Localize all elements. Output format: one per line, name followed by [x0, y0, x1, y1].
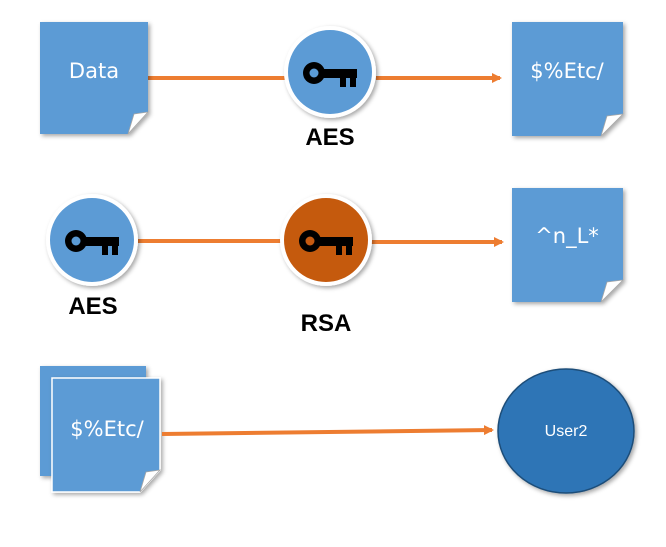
key-icon: [299, 230, 353, 255]
arrow-document-to-user2: [161, 425, 494, 436]
ciphertext-document-2: [512, 188, 625, 303]
rsa-key-circle: [280, 194, 372, 286]
aes-key-source-label: AES: [68, 293, 117, 320]
stacked-document-label: $%Etc/: [70, 417, 144, 441]
ciphertext-document-1-label: $%Etc/: [530, 59, 604, 83]
aes-key-source-circle: [46, 194, 138, 286]
user2-label: User2: [545, 423, 588, 440]
key-icon: [303, 62, 357, 87]
ciphertext-document-2-label: ^n_L*: [535, 224, 599, 249]
user2-circle: [497, 368, 635, 494]
rsa-key-label: RSA: [301, 310, 352, 337]
ciphertext-document-1: [512, 22, 625, 137]
aes-key-label: AES: [305, 124, 354, 151]
stacked-document-front: [51, 377, 162, 493]
data-document: [40, 22, 150, 135]
key-icon: [65, 230, 119, 255]
aes-key-circle: [284, 26, 376, 118]
data-document-label: Data: [69, 59, 119, 83]
